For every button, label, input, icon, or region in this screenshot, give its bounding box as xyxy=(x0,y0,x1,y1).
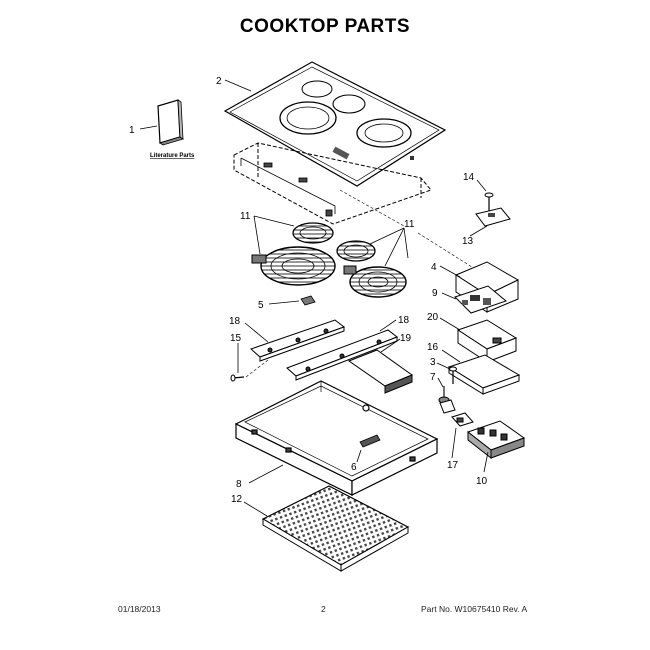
screw-part-14 xyxy=(484,192,494,212)
callout-11-right: 11 xyxy=(404,219,415,230)
control-board-part-9 xyxy=(454,285,508,314)
callout-6: 6 xyxy=(351,462,357,473)
callout-17: 17 xyxy=(447,460,459,471)
callout-8: 8 xyxy=(236,479,242,490)
cover-part-16 xyxy=(447,354,521,395)
housing-part-20 xyxy=(456,319,518,363)
terminal-block-part-10 xyxy=(466,420,526,460)
surface-element-small-rear xyxy=(336,240,376,262)
footer-part-number: Part No. W10675410 Rev. A xyxy=(421,604,528,614)
callout-13: 13 xyxy=(462,236,474,247)
callout-18-left: 18 xyxy=(229,316,241,327)
callout-3: 3 xyxy=(430,357,436,368)
page-title: COOKTOP PARTS xyxy=(239,16,411,37)
callout-7: 7 xyxy=(430,372,436,383)
screw-part-15 xyxy=(230,374,245,382)
callout-16: 16 xyxy=(427,342,439,353)
callout-5: 5 xyxy=(258,300,264,311)
clip-part-5 xyxy=(300,295,316,306)
screw-part-3 xyxy=(449,366,457,384)
surface-element-small-front xyxy=(292,222,334,244)
cooktop-frame-detail xyxy=(240,157,336,217)
callout-11-leaders xyxy=(253,215,409,267)
cooktop-frame xyxy=(233,142,432,225)
callout-19: 19 xyxy=(400,333,412,344)
bottom-panel-part-12 xyxy=(261,485,410,572)
callout-14: 14 xyxy=(463,172,475,183)
literature-parts-label: Literature Parts xyxy=(150,153,195,159)
bracket-part-17 xyxy=(451,412,474,427)
callout-20: 20 xyxy=(427,312,439,323)
callout-2: 2 xyxy=(216,76,222,87)
burner-box-part-8 xyxy=(234,380,439,496)
callout-1: 1 xyxy=(129,125,135,136)
rail-part-19 xyxy=(347,349,414,394)
part-6-connector xyxy=(359,434,381,448)
footer-date: 01/18/2013 xyxy=(118,604,161,614)
literature-parts-book xyxy=(157,99,184,146)
bracket-part-13 xyxy=(475,207,511,227)
callout-18-right: 18 xyxy=(398,315,410,326)
callout-11-left: 11 xyxy=(240,211,251,222)
callout-12: 12 xyxy=(231,494,243,505)
bracket-part-18-right xyxy=(286,329,399,381)
surface-element-large-left xyxy=(251,246,336,286)
callout-4: 4 xyxy=(431,262,437,273)
callout-15: 15 xyxy=(230,333,242,344)
bracket-part-18-left xyxy=(250,319,346,362)
cooktop-glass xyxy=(223,61,447,187)
footer-page-number: 2 xyxy=(321,604,326,614)
surface-element-large-right xyxy=(343,265,407,298)
callout-10: 10 xyxy=(476,476,488,487)
switch-part-7 xyxy=(438,386,456,414)
callout-9: 9 xyxy=(432,288,438,299)
